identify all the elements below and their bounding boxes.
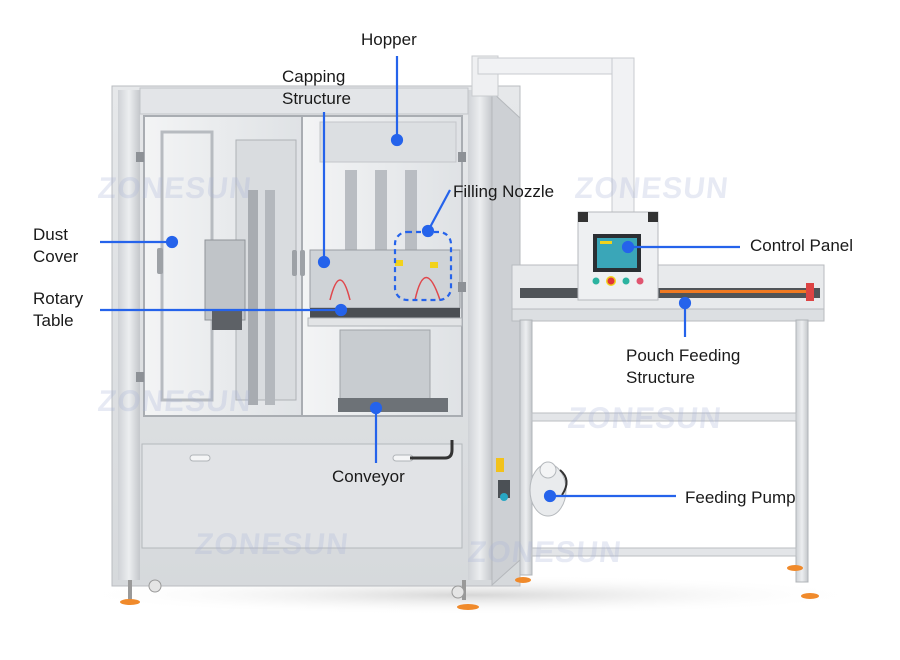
feeding-pump-body <box>529 461 568 517</box>
label-rotary-line1: Rotary <box>33 289 84 308</box>
control-panel-box <box>577 211 659 301</box>
label-conveyor-text: Conveyor <box>332 467 405 486</box>
watermark: ZONESUN <box>96 172 254 205</box>
label-rotary-table: Rotary Table <box>33 288 83 332</box>
label-hopper-text: Hopper <box>361 30 417 49</box>
callout-lines <box>100 56 740 503</box>
hopper-pipe <box>471 55 635 214</box>
watermark: ZONESUN <box>193 528 351 561</box>
main-cabinet <box>111 85 521 610</box>
watermark: ZONESUN <box>466 536 624 569</box>
label-pump-text: Feeding Pump <box>685 488 796 507</box>
watermark: ZONESUN <box>573 172 731 205</box>
label-dust-line2: Cover <box>33 247 79 266</box>
label-filling-nozzle: Filling Nozzle <box>453 181 554 203</box>
label-hopper: Hopper <box>361 29 417 51</box>
label-dust-line1: Dust <box>33 225 68 244</box>
watermark: ZONESUN <box>566 402 724 435</box>
label-control-text: Control Panel <box>750 236 854 255</box>
label-pouch-line1: Pouch Feeding <box>626 346 741 365</box>
label-pouch-feeding-structure: Pouch Feeding Structure <box>626 345 740 389</box>
label-filling-text: Filling Nozzle <box>453 182 555 201</box>
label-rotary-line2: Table <box>33 311 74 330</box>
label-control-panel: Control Panel <box>750 235 853 257</box>
label-conveyor: Conveyor <box>332 466 405 488</box>
label-dust-cover: Dust Cover <box>33 224 78 268</box>
label-capping-line1: Capping <box>282 67 346 86</box>
label-capping-structure: Capping Structure <box>282 66 351 110</box>
pouch-feeding-frame <box>511 264 825 599</box>
label-pouch-line2: Structure <box>626 368 695 387</box>
label-capping-line2: Structure <box>282 89 351 108</box>
watermark: ZONESUN <box>96 385 254 418</box>
label-feeding-pump: Feeding Pump <box>685 487 796 509</box>
